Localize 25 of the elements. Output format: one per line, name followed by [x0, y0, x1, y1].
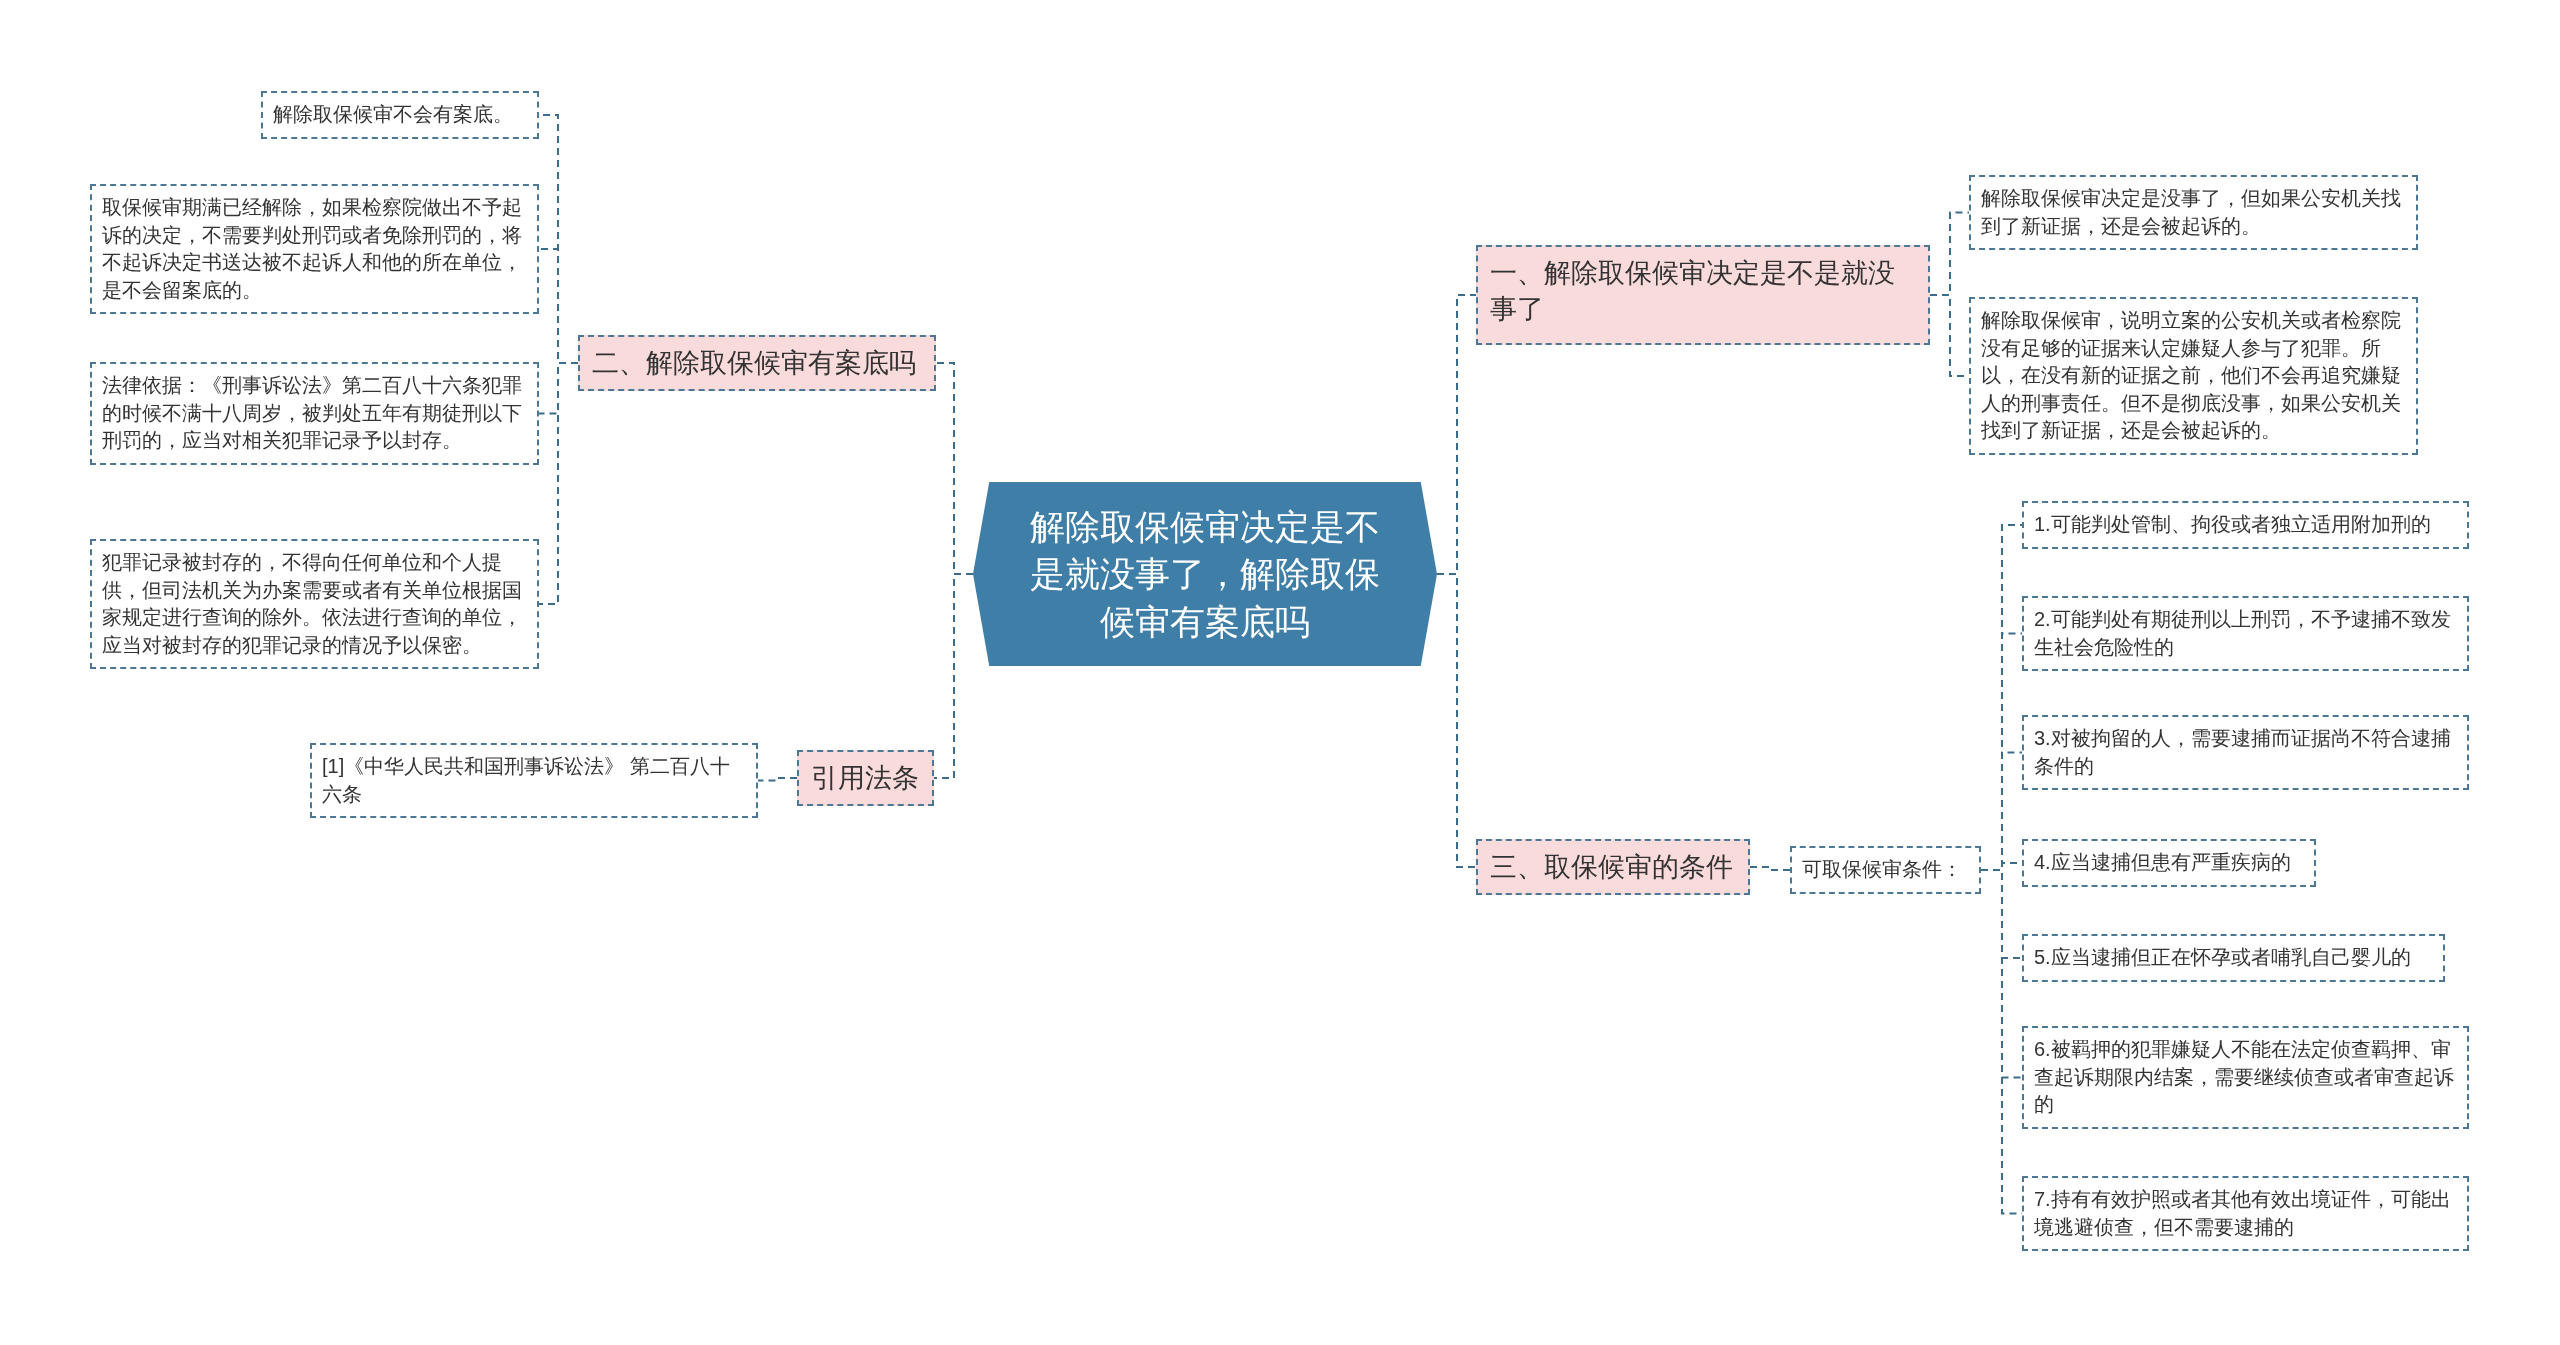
text-box: 解除取保候审不会有案底。 — [261, 91, 539, 139]
text-box: 犯罪记录被封存的，不得向任何单位和个人提供，但司法机关为办案需要或者有关单位根据国家规定进行查询的除外。依法进行查询的单位，应当对被封存的犯罪记录的情况予以保密。 — [90, 539, 539, 670]
text-box: 5.应当逮捕但正在怀孕或者哺乳自己婴儿的 — [2022, 934, 2445, 982]
text-box: 解除取保候审，说明立案的公安机关或者检察院没有足够的证据来认定嫌疑人参与了犯罪。所以，在没有新的证据之前，他们不会再追究嫌疑人的刑事责任。但不是彻底没事，如果公安机关找到了新证据，还是会被起诉的。 — [1969, 297, 2418, 455]
text-box: 6.被羁押的犯罪嫌疑人不能在法定侦查羁押、审查起诉期限内结案，需要继续侦查或者审查起诉的 — [2022, 1026, 2469, 1129]
text-box: 法律依据：《刑事诉讼法》第二百八十六条犯罪的时候不满十八周岁，被判处五年有期徒刑以下刑罚的，应当对相关犯罪记录予以封存。 — [90, 362, 539, 465]
text-box: 1.可能判处管制、拘役或者独立适用附加刑的 — [2022, 501, 2469, 549]
text-box: 4.应当逮捕但患有严重疾病的 — [2022, 839, 2316, 887]
topic-box: 一、解除取保候审决定是不是就没事了 — [1476, 245, 1930, 345]
connector — [538, 362, 579, 605]
text-box: 取保候审期满已经解除，如果检察院做出不予起诉的决定，不需要判处刑罚或者免除刑罚的，将不起诉决定书送达被不起诉人和他的所在单位，是不会留案底的。 — [90, 184, 539, 315]
connector — [757, 777, 798, 782]
connector — [933, 573, 974, 779]
topic-box: 三、取保候审的条件 — [1476, 839, 1750, 896]
connector — [1749, 866, 1791, 871]
text-box: 可取保候审条件： — [1790, 846, 1981, 894]
text-box: 2.可能判处有期徒刑以上刑罚，不予逮捕不致发生社会危险性的 — [2022, 596, 2469, 672]
topic-box: 引用法条 — [797, 750, 934, 807]
central-topic-hexagon: 解除取保候审决定是不是就没事了，解除取保候审有案底吗 — [973, 482, 1437, 666]
connector — [1436, 573, 1477, 868]
text-box: [1]《中华人民共和国刑事诉讼法》 第二百八十六条 — [310, 743, 758, 819]
text-box: 3.对被拘留的人，需要逮捕而证据尚不符合逮捕条件的 — [2022, 715, 2469, 791]
text-box: 解除取保候审决定是没事了，但如果公安机关找到了新证据，还是会被起诉的。 — [1969, 175, 2418, 251]
topic-box: 二、解除取保候审有案底吗 — [578, 335, 936, 392]
text-box: 7.持有有效护照或者其他有效出境证件，可能出境逃避侦查，但不需要逮捕的 — [2022, 1176, 2469, 1252]
